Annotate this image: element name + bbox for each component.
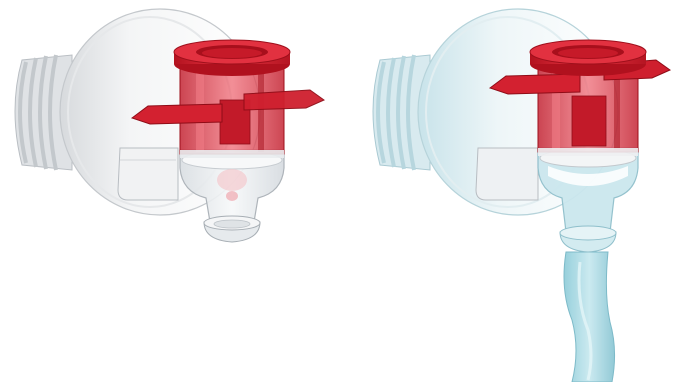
wing-tab-right (244, 90, 324, 110)
valve-open (373, 9, 670, 382)
mounting-bracket (118, 148, 178, 200)
valve-closed (15, 9, 324, 242)
mounting-bracket-right (476, 148, 538, 200)
